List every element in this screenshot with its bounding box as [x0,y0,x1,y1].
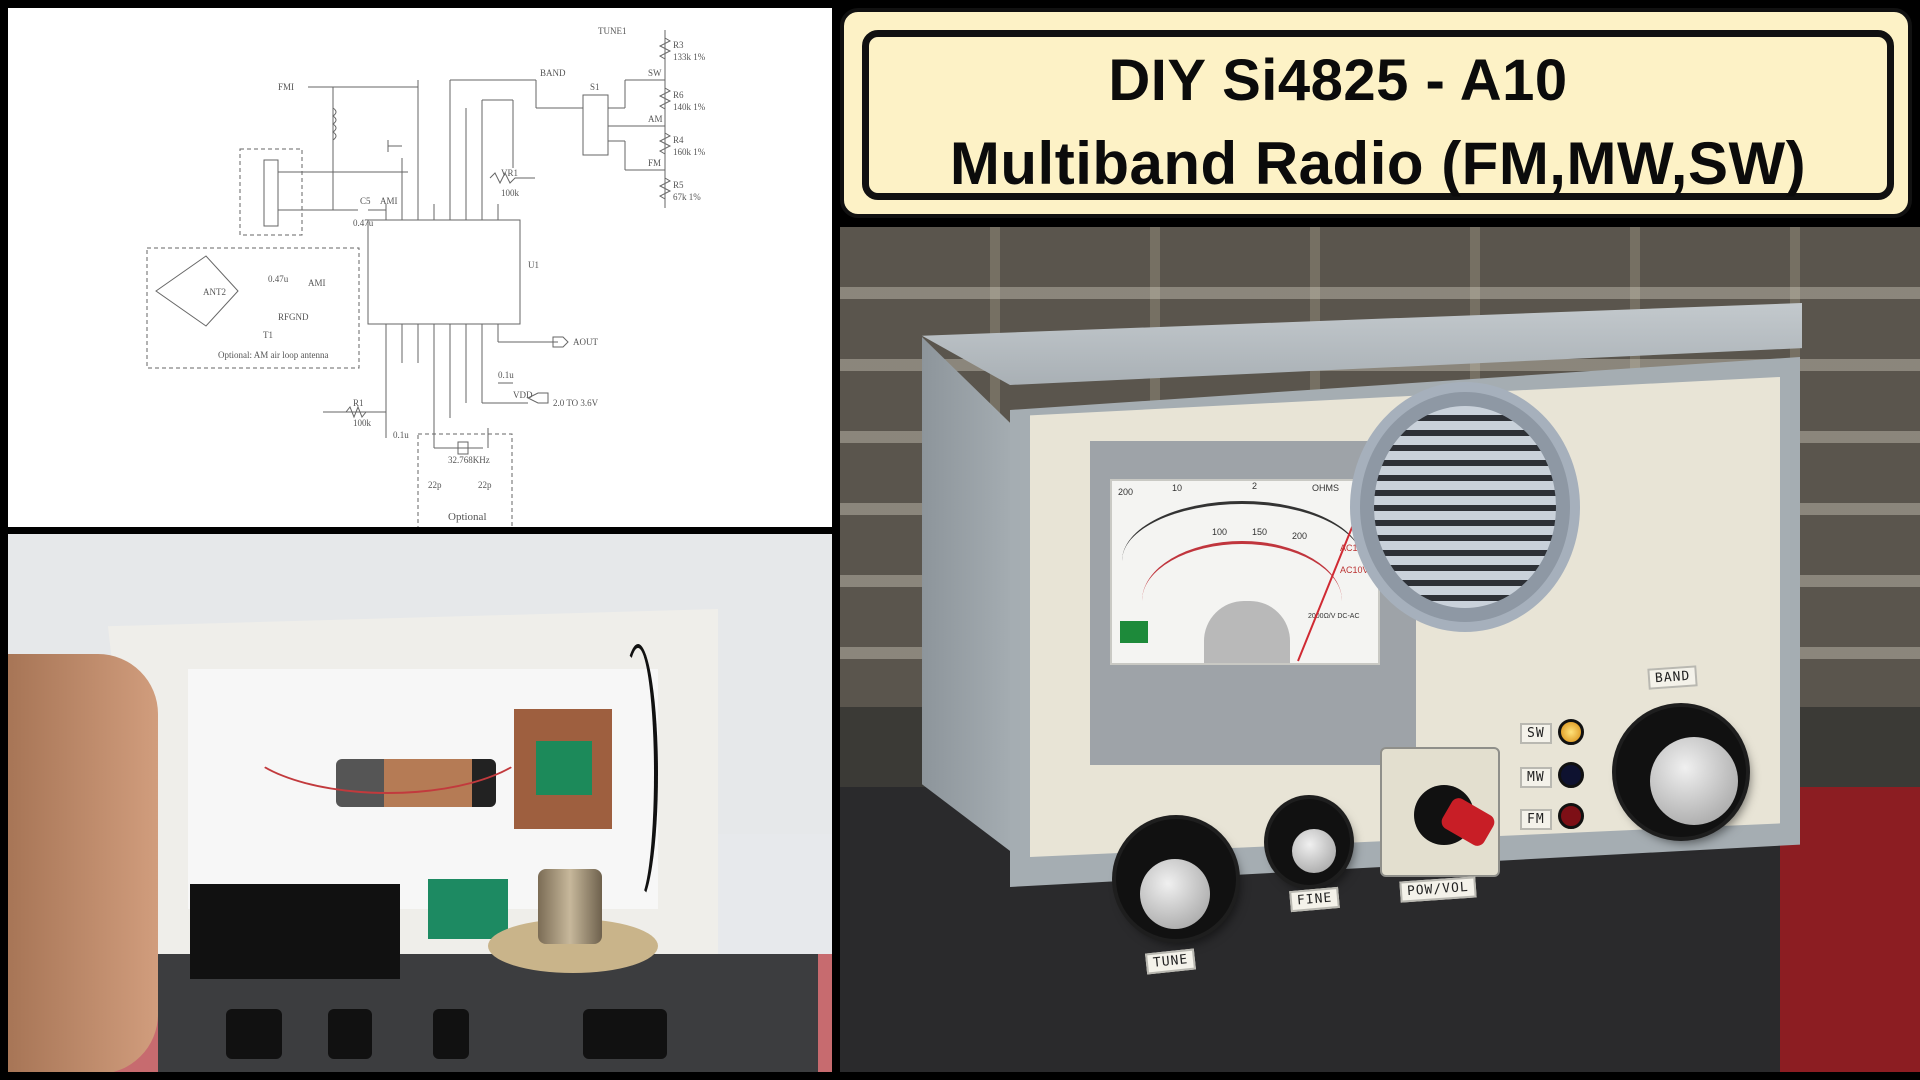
meter-logo-icon [1120,621,1148,643]
r3-value: 133k 1% [673,52,706,62]
radio-photo: 200 10 2 OHMS 100 150 200 AC10V AC10V 20… [840,227,1920,1072]
meter-label: 200 [1292,531,1308,541]
net-sw: SW [648,68,662,78]
band-knob[interactable] [1616,707,1746,837]
meter-label: 10 [1172,483,1183,493]
mw-led-indicator [1558,762,1584,788]
r4-value: 160k 1% [673,147,706,157]
vdd-label: VDD [513,390,533,400]
meter-scale-ac [1142,541,1342,661]
r3-ref: R3 [673,40,684,50]
title-frame: DIY Si4825 - A10 Multiband Radio (FM,MW,… [862,30,1894,200]
c3-value: 22p [428,480,442,490]
net-rfgnd: RFGND [278,312,309,322]
meter-label: AC10V [1340,565,1369,575]
fine-knob[interactable] [1268,799,1350,885]
pot-ref: VR1 [501,168,518,178]
black-wire [618,644,658,904]
ic-ref: U1 [528,260,539,270]
net-fm: FM [648,158,661,168]
interior-photo [8,534,832,1072]
fm-led-indicator [1558,803,1584,829]
c5-value: 0.47u [353,218,374,228]
c5b-value: 0.47u [268,274,289,284]
meter-label: 100 [1212,527,1228,537]
knob-tune-bottom [226,1009,282,1059]
sw-led-indicator [1558,719,1584,745]
knob-cap [1292,829,1336,873]
c5-ref: C5 [360,196,371,206]
r5-value: 67k 1% [673,192,701,202]
knob-band-bottom [583,1009,667,1059]
meter-label: 2 [1252,481,1258,491]
meter-spec: 2000Ω/V DC-AC [1308,613,1360,620]
fine-label: FINE [1289,886,1341,913]
r6-ref: R6 [673,90,684,100]
loop-note: Optional: AM air loop antenna [218,350,328,360]
sw-label: SW [1520,723,1552,744]
cabinet-side [922,337,1018,857]
hand [8,654,158,1072]
speaker-magnet [538,869,602,944]
band-label: BAND [1647,665,1698,690]
port-aout: AOUT [573,337,598,347]
port-ami-loop: AMI [308,278,326,288]
crystal-value: 32.768KHz [448,455,490,465]
meter-label: 200 [1118,487,1134,497]
knob-cap [1650,737,1738,825]
ant2-label: ANT2 [203,287,226,297]
meter-scale-ohms [1122,501,1362,621]
knob-cap [1140,859,1210,929]
port-tune1: TUNE1 [598,26,627,36]
tune-knob[interactable] [1116,819,1236,939]
net-am: AM [648,114,663,124]
c2-value: 22p [478,480,492,490]
amplifier-board [428,879,508,939]
c4-value: 0.1u [498,370,514,380]
optional-label: Optional [448,511,487,523]
vdd-range: 2.0 TO 3.6V [553,398,599,408]
net-ami: AMI [380,196,398,206]
meter-label: 150 [1252,527,1268,537]
r5-ref: R5 [673,180,684,190]
r1-value: 100k [353,418,372,428]
knob-vol-bottom [433,1009,469,1059]
meter-movement-window [1204,601,1290,663]
c1-value: 0.1u [393,430,409,440]
meter-label: AC10V [1340,543,1369,553]
meter-units: OHMS [1312,483,1339,493]
net-band: BAND [540,68,566,78]
red-desk-edge [1780,787,1920,1072]
r6-value: 140k 1% [673,102,706,112]
switch-ref: S1 [590,82,600,92]
schematic-panel: FMI TUNE1 R3 133k 1% R6 140k 1% R4 160k … [8,8,832,527]
pot-value: 100k [501,188,520,198]
speaker-grille [1350,382,1580,632]
mw-label: MW [1520,767,1552,788]
red-wire [238,674,538,794]
port-fmi: FMI [278,82,294,92]
title-line-1: DIY Si4825 - A10 [1108,48,1568,113]
r1-ref: R1 [353,398,364,408]
title-banner: DIY Si4825 - A10 Multiband Radio (FM,MW,… [840,8,1912,218]
title-line-2: Multiband Radio (FM,MW,SW) [949,130,1807,197]
t1-label: T1 [263,330,273,340]
r4-ref: R4 [673,135,684,145]
battery-holder [190,884,400,979]
schematic-diagram: FMI TUNE1 R3 133k 1% R6 140k 1% R4 160k … [146,26,706,527]
analog-meter: 200 10 2 OHMS 100 150 200 AC10V AC10V 20… [1110,479,1380,665]
fm-label: FM [1520,809,1552,830]
knob-fine-bottom [328,1009,372,1059]
